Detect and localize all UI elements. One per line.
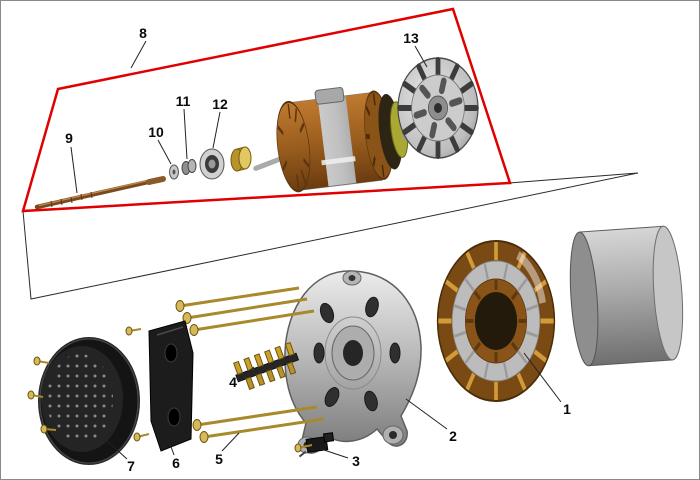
bracket-vent-slots (313, 296, 401, 412)
leader-13 (414, 45, 428, 68)
end-cover-cylinder (569, 225, 684, 367)
leader-8 (130, 40, 147, 69)
stator-winding (436, 240, 556, 402)
rotor-coil-end (276, 100, 311, 193)
small-screw (40, 424, 57, 434)
bolt (192, 405, 318, 431)
leader-12 (212, 111, 221, 149)
part-label-10: 10 (148, 124, 164, 140)
leader-3 (320, 448, 349, 459)
nut (181, 159, 197, 175)
rear-cover (27, 337, 140, 465)
rotor-shaft (34, 176, 166, 210)
washer (169, 164, 179, 180)
rectifier-assembly (233, 342, 300, 390)
part-label-1: 1 (563, 401, 571, 417)
rear-bracket (125, 320, 194, 452)
part-label-4: 4 (229, 374, 237, 390)
bolt (189, 309, 315, 336)
leader-5 (221, 432, 240, 452)
highlight-group-outline (21, 7, 512, 213)
leader-10 (157, 139, 172, 165)
part-label-11: 11 (176, 93, 191, 109)
front-bracket-housing (284, 270, 422, 454)
leader-11 (183, 108, 188, 160)
bolt (175, 286, 300, 312)
fan-blades (397, 57, 479, 159)
small-screw (125, 326, 142, 336)
brush-holder (298, 432, 335, 458)
mounting-bolts (175, 286, 325, 443)
leader-6 (168, 440, 175, 456)
small-screw (133, 432, 150, 442)
leader-7 (104, 438, 128, 460)
part-label-7: 7 (127, 458, 135, 474)
projection-plane-outline (22, 172, 639, 300)
leader-9 (70, 146, 78, 194)
small-screw (294, 443, 313, 453)
part-label-5: 5 (215, 451, 223, 467)
brass-spacer (230, 146, 252, 172)
part-label-2: 2 (449, 428, 457, 444)
rotor-armature (253, 87, 410, 193)
leader-2 (405, 398, 448, 430)
part-label-13: 13 (403, 30, 419, 46)
part-label-9: 9 (65, 130, 73, 146)
part-label-8: 8 (139, 25, 147, 41)
fan-wheel (397, 57, 479, 159)
bolt (199, 417, 325, 443)
bearing (199, 148, 225, 180)
part-label-3: 3 (352, 453, 360, 469)
part-label-12: 12 (212, 96, 228, 112)
part-label-6: 6 (172, 455, 180, 471)
small-screw (27, 390, 44, 400)
callouts: 1 2 3 4 5 6 7 8 9 10 11 12 13 (65, 25, 571, 474)
leader-4 (239, 366, 255, 379)
leader-1 (523, 352, 562, 403)
small-screw (33, 356, 50, 366)
